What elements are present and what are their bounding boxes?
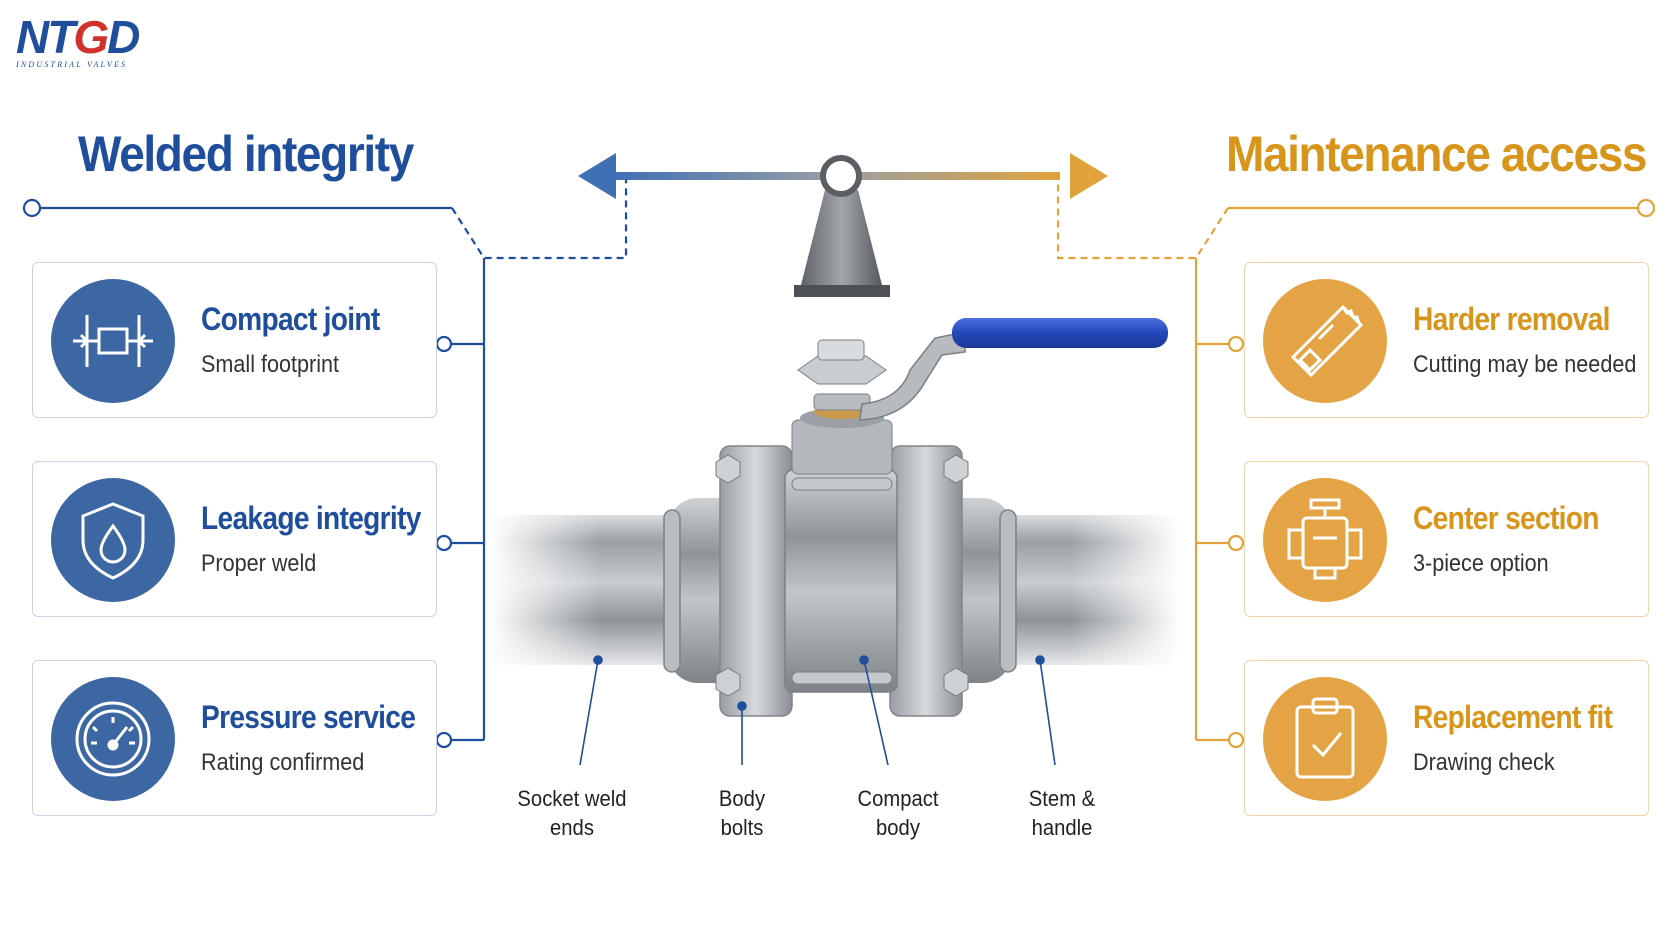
clipboard-check-icon <box>1263 677 1387 801</box>
balance-scale <box>578 153 1108 297</box>
right-connectors <box>1056 180 1656 749</box>
title-welded-integrity: Welded integrity <box>78 126 414 182</box>
label-body-bolts: Body bolts <box>718 786 766 840</box>
card-title: Center section <box>1413 500 1599 536</box>
title-maintenance-access: Maintenance access <box>1226 126 1647 182</box>
card-subtitle: Rating confirmed <box>201 749 365 776</box>
card-title: Pressure service <box>201 699 416 735</box>
card-leakage-integrity: Leakage integrity Proper weld <box>32 461 437 617</box>
fulcrum <box>801 190 882 285</box>
arrow-left-icon <box>578 153 616 199</box>
card-harder-removal: Harder removal Cutting may be needed <box>1244 262 1649 418</box>
company-logo: NTGD INDUSTRIAL VALVES <box>16 14 166 74</box>
label-compact-body: Compact body <box>857 786 939 840</box>
part-leaders <box>579 655 1056 766</box>
label-stem-handle: Stem & handle <box>1028 786 1096 840</box>
card-title: Harder removal <box>1413 301 1610 337</box>
card-subtitle: Cutting may be needed <box>1413 351 1637 378</box>
card-title: Replacement fit <box>1413 699 1613 735</box>
compact-joint-icon <box>51 279 175 403</box>
card-subtitle: 3-piece option <box>1413 550 1549 577</box>
card-subtitle: Proper weld <box>201 550 317 577</box>
gauge-icon <box>51 677 175 801</box>
label-socket-weld-ends: Socket weld ends <box>517 786 627 840</box>
card-center-section: Center section 3-piece option <box>1244 461 1649 617</box>
logo-wordmark: NTGD <box>16 11 140 63</box>
shield-drop-icon <box>51 478 175 602</box>
card-subtitle: Small footprint <box>201 351 340 378</box>
card-title: Leakage integrity <box>201 500 421 536</box>
card-title: Compact joint <box>201 301 380 337</box>
card-pressure-service: Pressure service Rating confirmed <box>32 660 437 816</box>
card-subtitle: Drawing check <box>1413 749 1555 776</box>
saw-icon <box>1263 279 1387 403</box>
center-body <box>784 469 898 693</box>
logo-tagline: INDUSTRIAL VALVES <box>16 60 128 69</box>
pivot-circle <box>820 155 862 197</box>
valve-body-icon <box>1263 478 1387 602</box>
ball-valve-illustration <box>490 318 1180 717</box>
card-compact-joint: Compact joint Small footprint <box>32 262 437 418</box>
arrow-right-icon <box>1070 153 1108 199</box>
left-connectors <box>22 180 628 749</box>
handle-grip <box>952 318 1168 348</box>
card-replacement-fit: Replacement fit Drawing check <box>1244 660 1649 816</box>
